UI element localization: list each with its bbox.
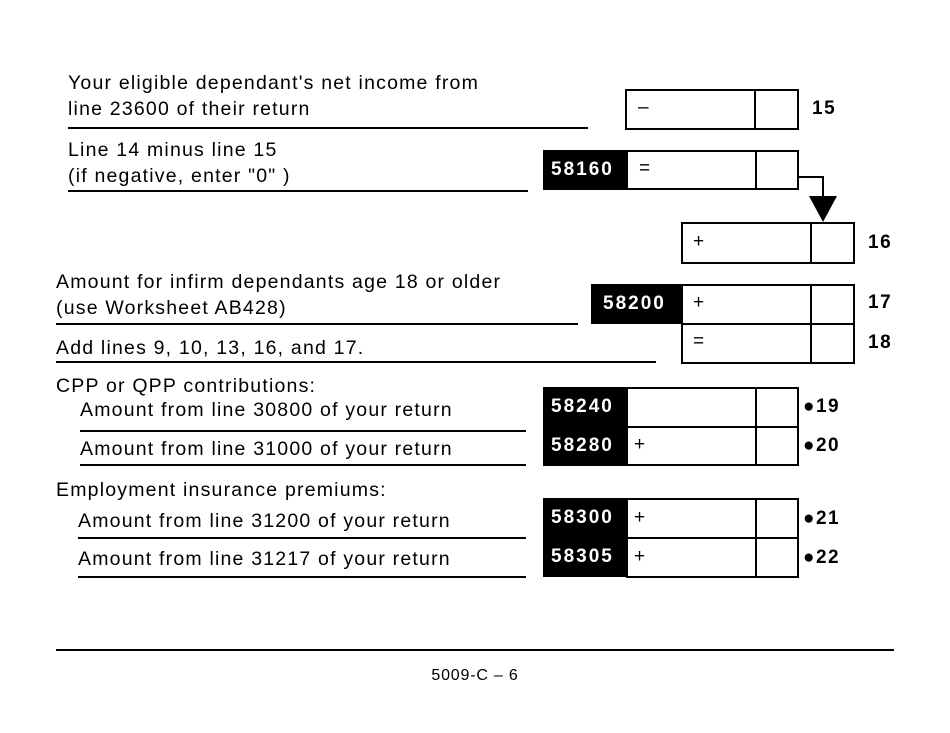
line-code-58280: 58280 [543,426,627,466]
line15-number: 15 [812,98,837,119]
ei-heading: Employment insurance premiums: [56,479,387,501]
line-58160-rule [68,190,528,192]
line22-rule [78,576,526,578]
line15-sign: – [638,97,649,118]
line17-cents-divider [810,284,812,325]
line15-label-1: Your eligible dependant's net income fro… [68,72,480,94]
line-code-58305: 58305 [543,537,627,577]
line-58160-sign: = [639,158,651,179]
line21-sign: + [634,507,646,528]
line19-label: Amount from line 30800 of your return [80,399,453,421]
line16-cents-divider [810,222,812,264]
line17-label-2: (use Worksheet AB428) [56,297,287,319]
line18-rule [56,361,656,363]
bullet-icon: ● [803,508,816,529]
line16-amount-field[interactable] [681,222,855,264]
bullet-icon: ● [803,547,816,568]
line18-cents-divider [810,323,812,364]
line17-sign: + [693,292,705,313]
bullet-icon: ● [803,396,816,417]
line20-rule [80,464,526,466]
page-number: 5009-C – 6 [431,667,519,684]
line18-amount-field[interactable] [681,323,855,364]
line15-amount-field[interactable] [625,89,799,130]
line-58160-label-2: (if negative, enter "0" ) [68,165,291,187]
line-58160-amount-field[interactable] [626,150,799,190]
line20-number: ●20 [803,435,840,457]
line22-cents-divider [755,537,757,578]
line21-cents-divider [755,498,757,539]
line22-number: ●22 [803,547,840,569]
line18-sign: = [693,331,705,352]
line15-label-2: line 23600 of their return [68,98,311,120]
line-code-58160: 58160 [543,150,627,190]
line19-amount-field[interactable] [626,387,799,428]
line20-sign: + [634,434,646,455]
line16-number: 16 [868,232,893,253]
line18-label: Add lines 9, 10, 13, 16, and 17. [56,337,365,359]
line-code-58200: 58200 [591,284,683,324]
line22-number-text: 22 [815,547,841,568]
line22-sign: + [634,546,646,567]
line19-number: ●19 [803,396,840,418]
line21-number: ●21 [803,508,840,530]
line16-sign: + [693,231,705,252]
line-58160-cents-divider [755,150,757,190]
bullet-icon: ● [803,435,816,456]
line19-number-text: 19 [815,396,841,417]
line21-number-text: 21 [815,508,841,529]
arrow-down-icon [797,176,837,222]
line21-amount-field[interactable] [626,498,799,539]
footer-rule [56,649,894,651]
line22-label: Amount from line 31217 of your return [78,548,451,570]
line19-cents-divider [755,387,757,428]
line19-rule [80,430,526,432]
line20-label: Amount from line 31000 of your return [80,438,453,460]
line15-cents-divider [754,89,756,130]
line-code-58300: 58300 [543,498,627,538]
line15-rule [68,127,588,129]
line17-number: 17 [868,292,893,313]
line20-number-text: 20 [815,435,841,456]
line17-amount-field[interactable] [681,284,855,325]
line18-number: 18 [868,332,893,353]
line-58160-label-1: Line 14 minus line 15 [68,139,278,161]
line21-rule [78,537,526,539]
cpp-heading: CPP or QPP contributions: [56,375,317,397]
line17-label-1: Amount for infirm dependants age 18 or o… [56,271,502,293]
line20-cents-divider [755,426,757,466]
line17-rule [56,323,578,325]
line21-label: Amount from line 31200 of your return [78,510,451,532]
line-code-58240: 58240 [543,387,627,427]
line20-amount-field[interactable] [626,426,799,466]
line22-amount-field[interactable] [626,537,799,578]
